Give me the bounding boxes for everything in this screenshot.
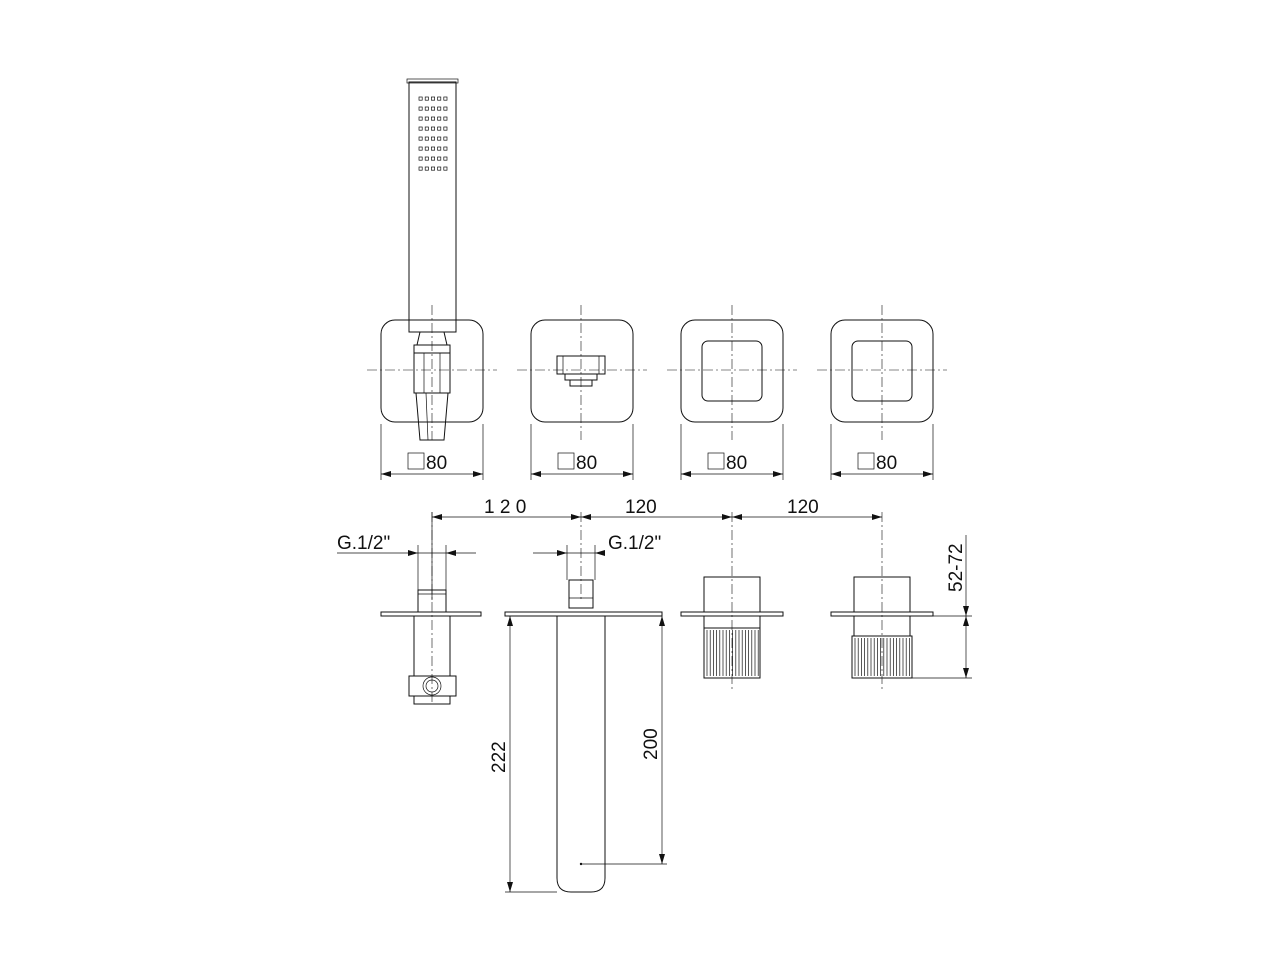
plate-1-width-dimension: 80 bbox=[380, 424, 484, 480]
nozzle bbox=[431, 166, 435, 171]
nozzle bbox=[437, 136, 442, 141]
plate-1-size: 80 bbox=[426, 453, 447, 474]
side-mixer bbox=[680, 512, 784, 690]
plate-2-width-dimension: 80 bbox=[530, 424, 634, 480]
plate-2-outlet bbox=[517, 305, 647, 440]
nozzle bbox=[431, 156, 435, 161]
nozzle bbox=[443, 166, 448, 171]
thread-right: G.1/2" bbox=[608, 533, 661, 554]
nozzle bbox=[437, 156, 442, 161]
nozzle bbox=[431, 116, 435, 121]
square-size-symbol-icon bbox=[407, 452, 425, 470]
nozzle bbox=[424, 116, 429, 121]
nozzle bbox=[431, 96, 435, 101]
plate-4-size: 80 bbox=[876, 453, 897, 474]
nozzle bbox=[424, 136, 429, 141]
knurled-grip bbox=[854, 638, 910, 676]
nozzle bbox=[431, 106, 435, 111]
knurled-grip bbox=[706, 630, 759, 676]
square-size-symbol-icon bbox=[557, 452, 575, 470]
nozzle bbox=[437, 126, 442, 131]
plate-1-handshower-holder bbox=[367, 78, 497, 441]
nozzle bbox=[431, 136, 435, 141]
square-size-symbol-icon bbox=[707, 452, 725, 470]
nozzle bbox=[418, 146, 423, 151]
plate-2-size: 80 bbox=[576, 453, 597, 474]
plate-3-size: 80 bbox=[726, 453, 747, 474]
side-diverter: 52-72 bbox=[830, 512, 972, 690]
nozzle bbox=[418, 96, 423, 101]
nozzle bbox=[418, 156, 423, 161]
plate-dimensions: 80 80 80 80 bbox=[380, 424, 934, 480]
nozzle bbox=[437, 166, 442, 171]
nozzle bbox=[443, 116, 448, 121]
side-hose-connection: G.1/2" bbox=[337, 512, 482, 705]
plate-4-width-dimension: 80 bbox=[830, 424, 934, 480]
nozzle bbox=[418, 166, 423, 171]
nozzle bbox=[443, 136, 448, 141]
spacing-1: 1 2 0 bbox=[484, 497, 526, 518]
side-spout: G.1/2" 222 200 bbox=[489, 512, 667, 893]
nozzle bbox=[418, 106, 423, 111]
nozzle bbox=[424, 106, 429, 111]
nozzle bbox=[418, 116, 423, 121]
nozzle bbox=[424, 156, 429, 161]
nozzle bbox=[443, 96, 448, 101]
nozzle bbox=[443, 126, 448, 131]
spray-nozzles-icon bbox=[418, 96, 448, 171]
nozzle bbox=[424, 96, 429, 101]
nozzle bbox=[443, 146, 448, 151]
nozzle bbox=[418, 126, 423, 131]
spout-length: 200 bbox=[641, 728, 662, 760]
spacing-3: 120 bbox=[787, 497, 819, 518]
nozzle bbox=[437, 106, 442, 111]
nozzle bbox=[431, 126, 435, 131]
spacing-2: 120 bbox=[625, 497, 657, 518]
spout-total-height: 222 bbox=[489, 741, 510, 773]
nozzle bbox=[424, 166, 429, 171]
plate-4-knob bbox=[817, 305, 947, 440]
nozzle bbox=[443, 106, 448, 111]
nozzle bbox=[437, 146, 442, 151]
square-size-symbol-icon bbox=[857, 452, 875, 470]
nozzle bbox=[431, 146, 435, 151]
nozzle bbox=[437, 116, 442, 121]
nozzle bbox=[437, 96, 442, 101]
depth-range: 52-72 bbox=[946, 543, 967, 592]
nozzle bbox=[418, 136, 423, 141]
nozzle bbox=[424, 146, 429, 151]
nozzle bbox=[443, 156, 448, 161]
thread-left: G.1/2" bbox=[337, 533, 390, 554]
plate-3-width-dimension: 80 bbox=[680, 424, 784, 480]
plate-3-knob bbox=[667, 305, 797, 440]
nozzle bbox=[424, 126, 429, 131]
